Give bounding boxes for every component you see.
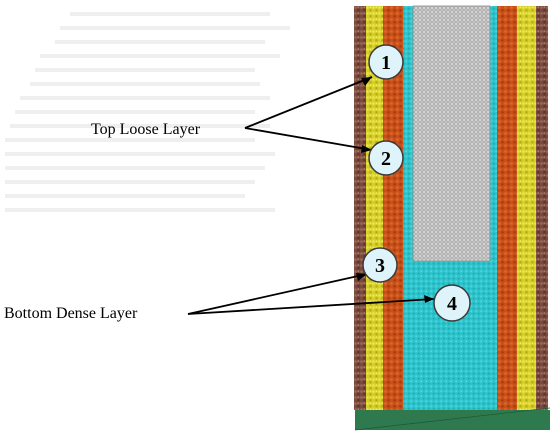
base-plate-edge <box>354 407 550 431</box>
outer-particle-layer-right <box>536 6 548 410</box>
arrowhead-2 <box>361 145 372 153</box>
arrow-top-to-1 <box>244 76 373 129</box>
marker-3: 3 <box>362 247 398 283</box>
orange-layer-left <box>383 6 403 410</box>
svg-text:1: 1 <box>381 52 391 74</box>
arrow-top-to-2 <box>244 127 373 151</box>
base-plate <box>355 410 550 430</box>
yellow-layer-left <box>366 6 383 410</box>
arrowhead-1 <box>361 77 372 86</box>
bottom-dense-layer-label: Bottom Dense Layer <box>4 305 138 322</box>
outer-particle-layer-left <box>354 6 366 410</box>
marker-1: 1 <box>368 44 404 80</box>
orange-layer-right <box>497 6 517 410</box>
marker-2: 2 <box>368 140 404 176</box>
arrowhead-4 <box>424 295 434 303</box>
svg-text:4: 4 <box>447 293 457 315</box>
pile-mesh <box>412 5 491 262</box>
top-loose-layer-label: Top Loose Layer <box>91 121 201 138</box>
label-arrows <box>187 76 435 315</box>
arrow-bottom-to-3 <box>187 273 368 315</box>
marker-4: 4 <box>433 284 471 322</box>
svg-text:3: 3 <box>375 255 385 277</box>
arrowhead-3 <box>356 273 367 281</box>
arrow-heads <box>356 77 434 303</box>
yellow-layer-right <box>517 6 536 410</box>
svg-text:2: 2 <box>381 148 391 170</box>
faded-background-text <box>5 12 290 212</box>
arrow-bottom-to-4 <box>187 298 435 315</box>
